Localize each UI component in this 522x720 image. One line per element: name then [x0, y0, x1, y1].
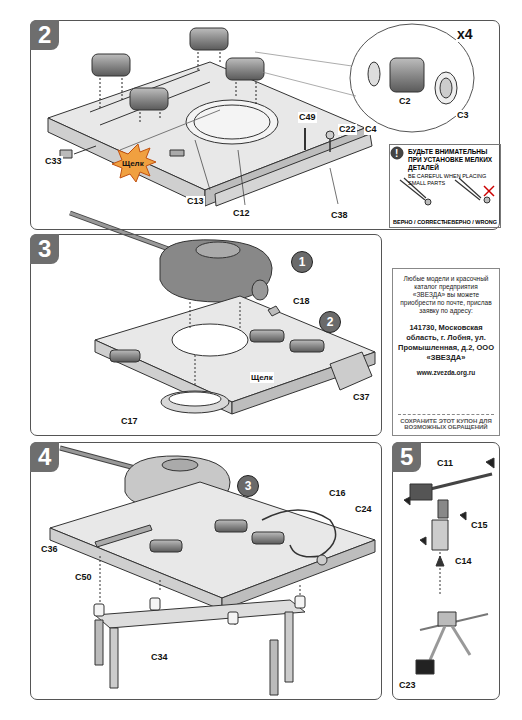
step-panel: 3 1 2 [30, 234, 382, 436]
node-text: 3 [245, 479, 252, 493]
node-text: СОХРАНИТЕ ЭТОТ КУПОН ДЛЯ ВОЗМОЖНЫХ ОБРАЩ… [398, 414, 494, 430]
part-label: C38 [330, 210, 349, 221]
click-mark: Щелк [121, 158, 145, 169]
node-text: БУДЬТЕ ВНИМАТЕЛЬНЫ ПРИ УСТАНОВКЕ МЕЛКИХ … [408, 148, 496, 172]
callout-number: 3 [237, 475, 259, 497]
quantity-mark: x4 [456, 26, 474, 42]
part-label: C22 [338, 124, 357, 135]
part-label: C18 [292, 296, 311, 307]
node-text: 1 [299, 255, 306, 269]
warning-box: БУДЬТЕ ВНИМАТЕЛЬНЫ ПРИ УСТАНОВКЕ МЕЛКИХ … [389, 144, 501, 228]
svg-text:!: ! [395, 148, 398, 159]
callout-number: 2 [319, 311, 341, 333]
part-label: C2 [398, 96, 412, 107]
part-label: C11 [436, 458, 454, 469]
callout-number: 1 [291, 251, 313, 273]
part-label: C23 [398, 680, 417, 691]
step-number: 5 [392, 442, 421, 472]
node-text: 141730, Московская область, г. Лобня, ул… [398, 323, 494, 363]
node-text: ВЕРНО / CORRECT [393, 219, 444, 225]
part-label: C16 [328, 488, 347, 499]
node-text: НЕВЕРНО / WRONG [444, 219, 497, 225]
part-label: C50 [74, 572, 93, 583]
part-label: C34 [150, 652, 169, 663]
node-text: www.zvezda.org.ru [417, 369, 476, 376]
part-label: C15 [470, 520, 489, 531]
part-label: C3 [456, 110, 470, 121]
step-number: 4 [30, 442, 59, 472]
part-label: C13 [186, 196, 205, 207]
part-label: C17 [120, 416, 139, 427]
step-number: 2 [30, 20, 59, 50]
step-number: 3 [30, 234, 59, 264]
step-panel: 43 [30, 442, 382, 700]
node-text: 2 [327, 315, 334, 329]
part-label: C24 [354, 504, 373, 515]
step-panel: 5 [392, 442, 500, 700]
part-label: C4 [364, 124, 378, 135]
part-label: C33 [44, 156, 63, 167]
step-panel: 2БУДЬТЕ ВНИМАТЕЛЬНЫ ПРИ УСТАНОВКЕ МЕЛКИХ… [30, 20, 500, 230]
part-label: C12 [232, 208, 251, 219]
part-label: C36 [40, 544, 59, 555]
click-mark: Щелк [250, 372, 274, 383]
part-label: C37 [352, 392, 371, 403]
node-text: BE CAREFUL WHEN PLACING SMALL PARTS [408, 173, 496, 187]
coupon-box: Любые модели и красочный каталог предпри… [392, 268, 500, 436]
part-label: C49 [298, 112, 317, 123]
node-text: Любые модели и красочный каталог предпри… [398, 275, 494, 315]
part-label: C14 [454, 556, 473, 567]
